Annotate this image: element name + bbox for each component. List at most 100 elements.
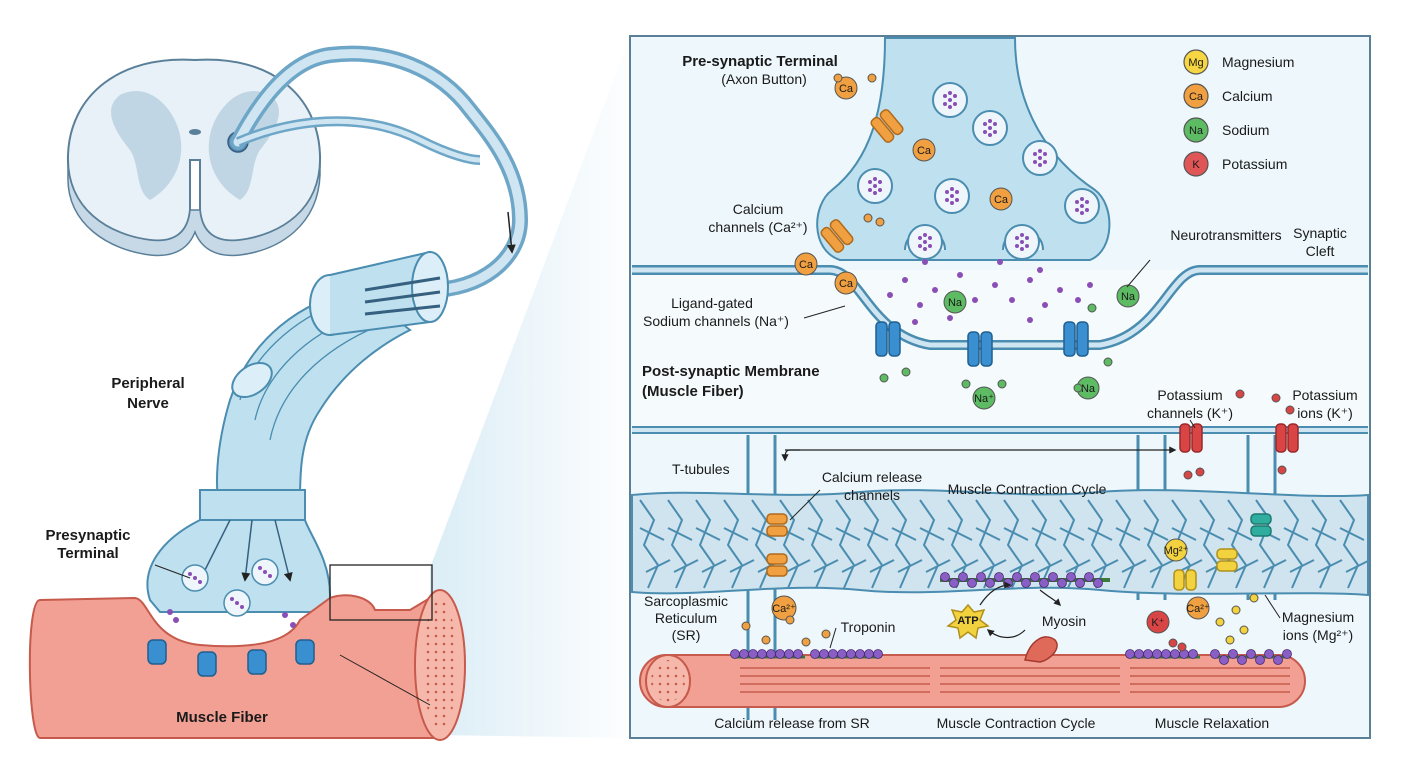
potassium-channel bbox=[1275, 423, 1299, 453]
myosin-filament bbox=[730, 649, 805, 659]
neurotransmitter-dot bbox=[932, 287, 938, 293]
calcium-ion: Ca bbox=[794, 252, 818, 276]
neurotransmitter-dot bbox=[947, 315, 953, 321]
potassium-ion-small bbox=[1271, 393, 1281, 403]
sodium-ion-small bbox=[879, 373, 889, 383]
calcium-ion: Ca bbox=[834, 76, 858, 100]
sodium-ion: Na⁺ bbox=[972, 386, 996, 410]
calcium-ion: Ca bbox=[912, 138, 936, 162]
neurotransmitter-dot bbox=[957, 272, 963, 278]
neurotransmitter-dot bbox=[972, 297, 978, 303]
potassium-ion-small bbox=[1177, 642, 1187, 652]
neurotransmitter-dot bbox=[912, 319, 918, 325]
synaptic-vesicle bbox=[934, 178, 970, 214]
svg-text:Na⁺: Na⁺ bbox=[974, 393, 994, 405]
atp-star bbox=[946, 603, 990, 640]
calcium-ion-small bbox=[833, 73, 843, 83]
synaptic-vesicle bbox=[907, 224, 943, 260]
calcium-ion-small bbox=[801, 637, 811, 647]
synaptic-vesicle bbox=[972, 110, 1008, 146]
sodium-ion-small bbox=[997, 379, 1007, 389]
sodium-ion-small bbox=[1087, 303, 1097, 313]
legend-item-sodium: Na Sodium bbox=[1183, 117, 1269, 143]
zoom-box bbox=[329, 564, 433, 621]
magnesium-ion-small bbox=[1249, 593, 1259, 603]
text-layer: Peripheral Nerve Presynaptic Terminal Mu… bbox=[45, 53, 1357, 731]
calcium-release-channel bbox=[766, 553, 788, 577]
sodium-channel bbox=[875, 321, 901, 357]
potassium-ions-label-2: ions (K⁺) bbox=[1297, 405, 1353, 421]
muscle-fiber-left bbox=[28, 564, 466, 741]
muscle-strip bbox=[639, 654, 1306, 708]
signal-arrow bbox=[506, 211, 516, 254]
magnesium-channel bbox=[1173, 569, 1197, 591]
legend-item-magnesium: Mg Magnesium bbox=[1183, 49, 1294, 75]
magnesium-ion-small bbox=[1239, 625, 1249, 635]
legend-name: Calcium bbox=[1222, 88, 1273, 104]
svg-text:Ca: Ca bbox=[994, 194, 1009, 206]
neurotransmitter-dot bbox=[902, 277, 908, 283]
presynaptic-label-2: Terminal bbox=[57, 545, 118, 562]
peripheral-nerve-label-1: Peripheral bbox=[111, 375, 184, 392]
potassium-channel bbox=[1179, 423, 1203, 453]
calcium-channels-label-2: channels (Ca²⁺) bbox=[708, 219, 807, 235]
synaptic-cleft-label-1: Synaptic bbox=[1293, 225, 1347, 241]
synaptic-vesicle bbox=[1004, 224, 1040, 260]
sodium-ion-small bbox=[961, 379, 971, 389]
muscle-fiber-label: Muscle Fiber bbox=[176, 709, 268, 726]
potassium-channels-label-1: Potassium bbox=[1157, 387, 1222, 403]
synaptic-vesicle bbox=[932, 82, 968, 118]
bottom-calcium-release-label: Calcium release from SR bbox=[714, 715, 870, 731]
neurotransmitter-dot bbox=[1042, 302, 1048, 308]
legend-symbol: Mg bbox=[1188, 57, 1203, 69]
ligand-gated-label-1: Ligand-gated bbox=[671, 295, 753, 311]
magnesium-ions-label-1: Magnesium bbox=[1282, 609, 1354, 625]
myosin-filament bbox=[940, 572, 1105, 588]
axon-button bbox=[816, 37, 1111, 261]
svg-text:Ca: Ca bbox=[917, 145, 932, 157]
calcium-ion-small bbox=[875, 217, 885, 227]
sodium-ion-small bbox=[901, 367, 911, 377]
synaptic-vesicle bbox=[857, 168, 893, 204]
neurotransmitter-dot bbox=[887, 292, 893, 298]
sodium-channel bbox=[967, 331, 993, 367]
legend-swatch bbox=[1183, 151, 1209, 177]
calcium-release-channels-label-1: Calcium release bbox=[822, 469, 923, 485]
sodium-ion: Na bbox=[1076, 376, 1100, 400]
svg-text:Ca²⁺: Ca²⁺ bbox=[1186, 603, 1210, 615]
potassium-ion-small bbox=[1168, 638, 1178, 648]
synaptic-vesicle bbox=[1022, 140, 1058, 176]
magnesium-ions-label-2: ions (Mg²⁺) bbox=[1283, 627, 1353, 643]
potassium-ion-small bbox=[1195, 467, 1205, 477]
myosin-filament bbox=[1125, 649, 1200, 659]
legend-name: Magnesium bbox=[1222, 54, 1294, 70]
calcium-ion-small bbox=[821, 629, 831, 639]
calcium-channels-label-1: Calcium bbox=[733, 201, 784, 217]
potassium-ion-small bbox=[1285, 405, 1295, 415]
myosin-label: Myosin bbox=[1042, 613, 1086, 629]
myosin-filament bbox=[1210, 649, 1292, 665]
legend-symbol: Na bbox=[1189, 125, 1204, 137]
neurotransmitter-dot bbox=[1087, 282, 1093, 288]
potassium-channels-label-2: channels (K⁺) bbox=[1147, 405, 1233, 421]
peripheral-nerve-label-2: Nerve bbox=[127, 395, 169, 412]
neurotransmitter-dot bbox=[1027, 277, 1033, 283]
legend-name: Potassium bbox=[1222, 156, 1287, 172]
legend-swatch bbox=[1183, 117, 1209, 143]
neurotransmitter-dot bbox=[992, 282, 998, 288]
svg-text:Ca²⁺: Ca²⁺ bbox=[772, 603, 796, 615]
presynaptic-terminal-left bbox=[146, 489, 331, 617]
magnesium-ion-small bbox=[1215, 617, 1225, 627]
atp-label: ATP bbox=[957, 615, 978, 627]
magnesium-ion-small bbox=[1225, 635, 1235, 645]
potassium-ions-label-1: Potassium bbox=[1292, 387, 1357, 403]
sr-label-2: Reticulum bbox=[655, 610, 717, 626]
t-tubules-label: T-tubules bbox=[672, 461, 730, 477]
legend-name: Sodium bbox=[1222, 122, 1269, 138]
calcium-ion-small bbox=[867, 73, 877, 83]
magnesium-channel bbox=[1216, 548, 1238, 572]
calcium-release-channels-label-2: channels bbox=[844, 487, 900, 503]
